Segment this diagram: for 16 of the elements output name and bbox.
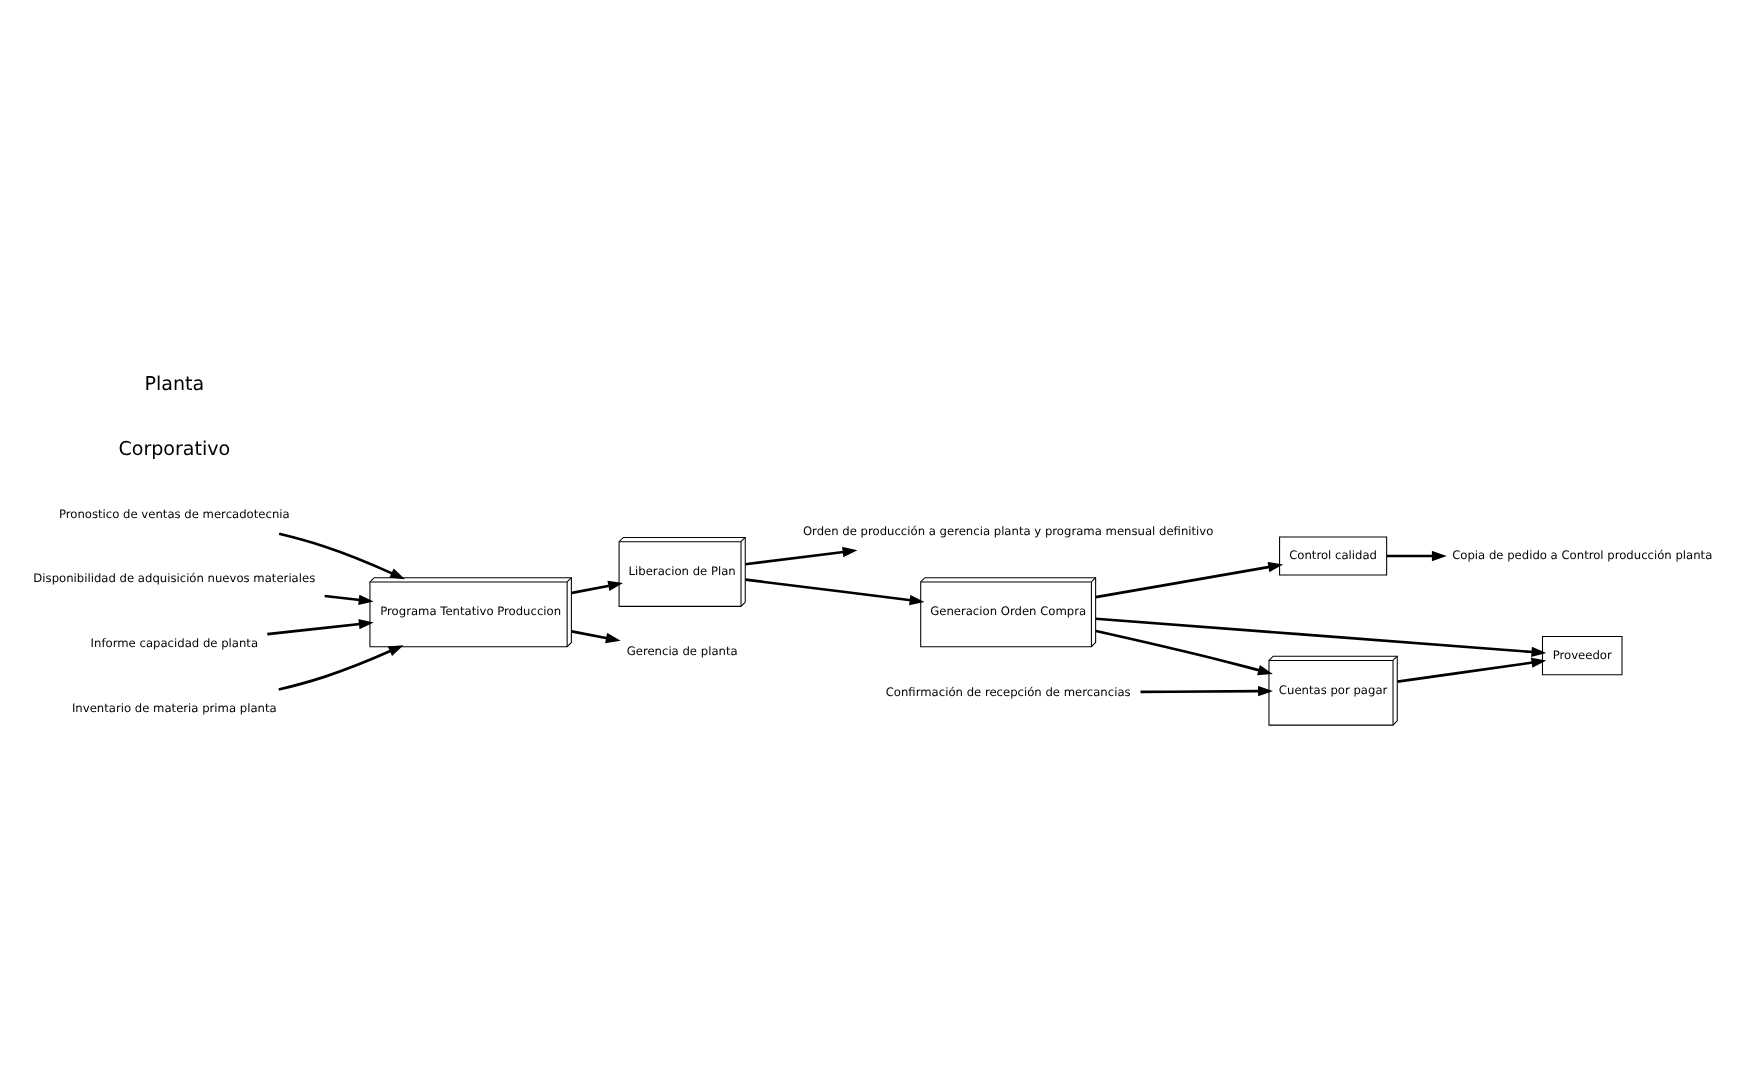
arrow: [571, 579, 624, 594]
arrow: [1095, 616, 1547, 657]
arrow: [1386, 549, 1447, 561]
arrow: [324, 593, 374, 604]
arrow: [571, 629, 621, 643]
arrow: [1397, 656, 1547, 682]
arrow: [1140, 684, 1273, 696]
label: Planta: [144, 372, 205, 395]
arrow: [267, 618, 374, 635]
arrow: [745, 577, 925, 605]
arrow: [278, 531, 405, 579]
arrow: [278, 644, 404, 690]
arrow: [745, 545, 858, 565]
arrow: [1095, 560, 1284, 598]
label: Corporativo: [118, 437, 231, 460]
arrow: [1095, 628, 1273, 675]
